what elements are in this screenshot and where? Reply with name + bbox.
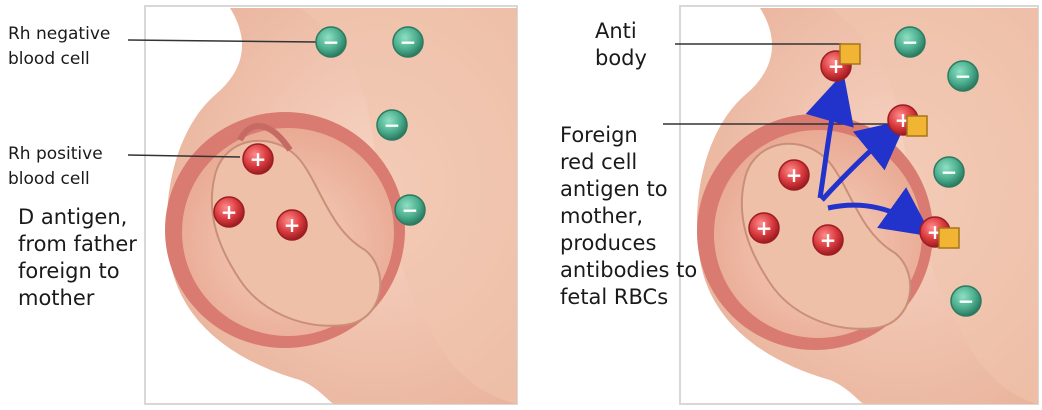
rh-positive-cell-right-6: +: [813, 225, 843, 255]
minus-sign: −: [902, 30, 919, 54]
rh-negative-cell-right-1: −: [948, 61, 978, 91]
plus-sign: +: [756, 216, 773, 240]
rh-positive-label: Rh positive blood cell: [8, 142, 103, 192]
plus-sign: +: [820, 228, 837, 252]
plus-sign: +: [250, 147, 267, 171]
minus-sign: −: [958, 289, 975, 313]
rh-positive-cell-left-4: +: [243, 144, 273, 174]
plus-sign: +: [786, 163, 803, 187]
rh-negative-cell-left-0: −: [316, 27, 346, 57]
minus-sign: −: [402, 198, 419, 222]
rh-positive-cell-right-5: +: [749, 213, 779, 243]
foreign-antigen-label: Foreign red cell antigen to mother, prod…: [560, 122, 697, 311]
plus-sign: +: [284, 213, 301, 237]
minus-sign: −: [323, 30, 340, 54]
minus-sign: −: [400, 30, 417, 54]
antibody-square-icon: [939, 228, 959, 248]
minus-sign: −: [955, 64, 972, 88]
rh-negative-label: Rh negative blood cell: [8, 22, 110, 72]
rh-negative-cell-left-2: −: [377, 110, 407, 140]
rh-negative-cell-left-3: −: [395, 195, 425, 225]
rh-positive-cell-right-4: +: [779, 160, 809, 190]
rh-negative-cell-right-0: −: [895, 27, 925, 57]
antibody-label: Anti body: [595, 18, 647, 72]
rh-negative-cell-right-3: −: [951, 286, 981, 316]
left-panel: [145, 6, 517, 404]
minus-sign: −: [941, 160, 958, 184]
antibody-square-icon: [907, 116, 927, 136]
antibody-square-icon: [840, 44, 860, 64]
rh-positive-cell-left-6: +: [277, 210, 307, 240]
plus-sign: +: [221, 200, 238, 224]
d-antigen-label: D antigen, from father foreign to mother: [18, 204, 137, 312]
minus-sign: −: [384, 113, 401, 137]
rh-negative-cell-left-1: −: [393, 27, 423, 57]
rh-positive-cell-left-5: +: [214, 197, 244, 227]
rh-negative-cell-right-2: −: [934, 157, 964, 187]
